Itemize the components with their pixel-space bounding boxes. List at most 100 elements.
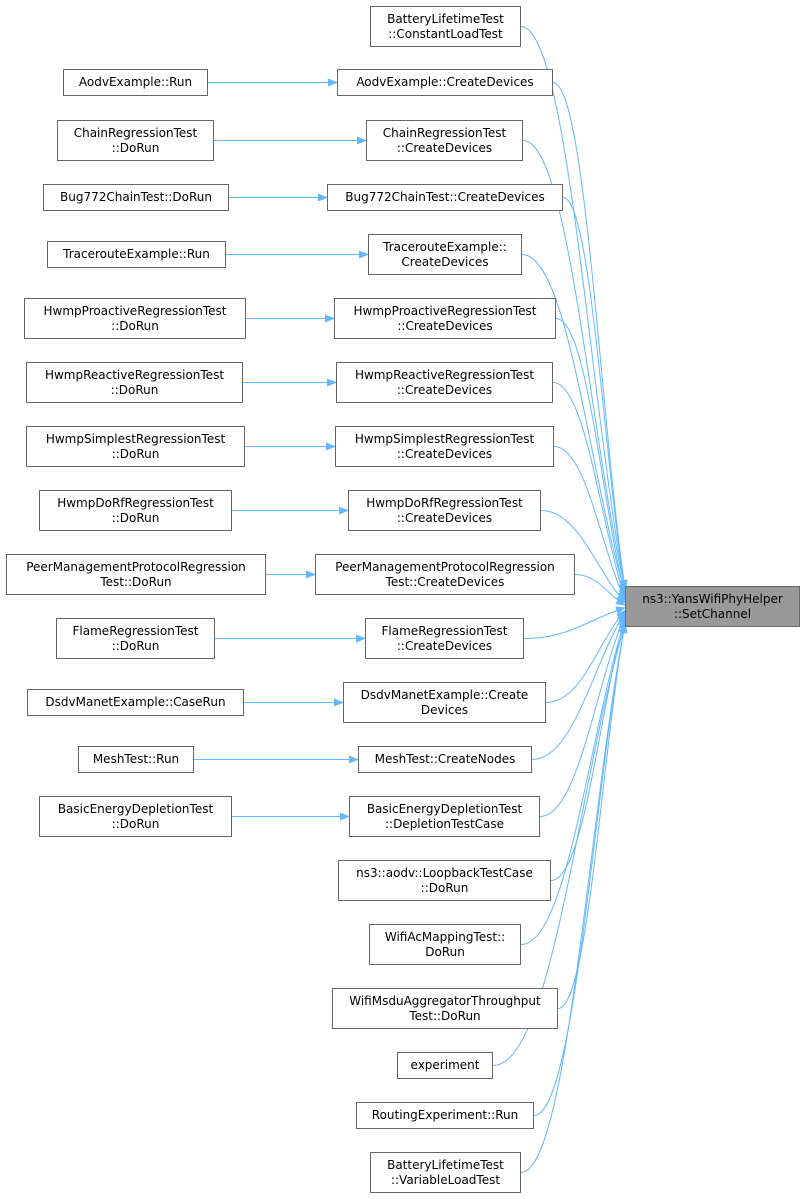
node-chain-dorun[interactable]: ChainRegressionTest::DoRun bbox=[57, 120, 214, 161]
edge-blt-var-to-set-channel bbox=[520, 623, 628, 1173]
edge-flame-cd-to-set-channel bbox=[523, 606, 626, 639]
node-blt-var[interactable]: BatteryLifetimeTest::VariableLoadTest bbox=[370, 1152, 521, 1193]
node-blt-const[interactable]: BatteryLifetimeTest::ConstantLoadTest bbox=[370, 6, 521, 47]
node-label-line: DsdvManetExample::CaseRun bbox=[45, 695, 226, 709]
node-experiment[interactable]: experiment bbox=[397, 1052, 493, 1079]
node-bug772-dorun[interactable]: Bug772ChainTest::DoRun bbox=[43, 184, 229, 211]
node-label-line: BatteryLifetimeTest bbox=[387, 11, 504, 26]
node-hwmp-sim-dorun[interactable]: HwmpSimplestRegressionTest::DoRun bbox=[26, 426, 245, 467]
node-label-line: ::DoRun bbox=[111, 816, 160, 831]
edge-peer-cd-to-set-channel bbox=[574, 574, 626, 606]
node-label-line: ::DoRun bbox=[110, 382, 159, 397]
node-label-line: ::DoRun bbox=[111, 318, 159, 333]
node-label-line: PeerManagementProtocolRegression bbox=[26, 559, 246, 574]
node-mesh-run[interactable]: MeshTest::Run bbox=[78, 746, 194, 773]
node-label-line: HwmpSimplestRegressionTest bbox=[354, 431, 535, 446]
node-label-line: DoRun bbox=[425, 944, 465, 959]
node-label-line: WifiAcMappingTest:: bbox=[384, 929, 506, 944]
node-label-line: ::CreateDevices bbox=[396, 446, 493, 461]
node-label-line: BatteryLifetimeTest bbox=[387, 1157, 504, 1172]
edge-mesh-cn-to-set-channel bbox=[531, 611, 626, 760]
edge-blt-const-to-set-channel bbox=[520, 26, 628, 590]
node-aodv-loop[interactable]: ns3::aodv::LoopbackTestCase::DoRun bbox=[338, 860, 551, 901]
node-label-line: FlameRegressionTest bbox=[381, 623, 508, 638]
node-flame-cd[interactable]: FlameRegressionTest::CreateDevices bbox=[365, 618, 524, 659]
node-label-line: TracerouteExample::Run bbox=[63, 247, 210, 261]
node-label-line: BasicEnergyDepletionTest bbox=[57, 801, 214, 816]
node-tracert-run[interactable]: TracerouteExample::Run bbox=[47, 241, 226, 268]
node-label-line: WifiMsduAggregatorThroughput bbox=[349, 993, 541, 1008]
edge-hwmp-sim-cd-to-set-channel bbox=[553, 446, 626, 602]
edge-dsdv-cd-to-set-channel bbox=[545, 609, 626, 703]
node-label-line: HwmpProactiveRegressionTest bbox=[43, 303, 227, 318]
node-label-line: MeshTest::Run bbox=[92, 752, 180, 766]
node-label-line: HwmpSimplestRegressionTest bbox=[45, 431, 226, 446]
node-hwmp-dorf-dorun[interactable]: HwmpDoRfRegressionTest::DoRun bbox=[39, 490, 232, 531]
node-hwmp-pro-cd[interactable]: HwmpProactiveRegressionTest::CreateDevic… bbox=[334, 298, 556, 339]
node-dsdv-caserun[interactable]: DsdvManetExample::CaseRun bbox=[27, 689, 244, 716]
node-chain-cd[interactable]: ChainRegressionTest::CreateDevices bbox=[366, 120, 523, 161]
node-label-line: AodvExample::Run bbox=[78, 75, 193, 89]
node-label-line: ::ConstantLoadTest bbox=[388, 26, 503, 41]
node-label-line: ::CreateDevices bbox=[396, 382, 493, 397]
node-label-line: ChainRegressionTest bbox=[382, 125, 507, 140]
node-label-line: PeerManagementProtocolRegression bbox=[335, 559, 555, 574]
node-label-line: FlameRegressionTest bbox=[72, 623, 199, 638]
node-hwmp-rea-dorun[interactable]: HwmpReactiveRegressionTest::DoRun bbox=[26, 362, 243, 403]
node-routing-run[interactable]: RoutingExperiment::Run bbox=[356, 1102, 534, 1129]
node-label-line: experiment bbox=[410, 1058, 480, 1072]
edge-hwmp-rea-cd-to-set-channel bbox=[552, 382, 626, 599]
edge-bed-dtc-to-set-channel bbox=[539, 613, 626, 817]
node-mesh-cn[interactable]: MeshTest::CreateNodes bbox=[358, 746, 532, 773]
node-label-line: ::SetChannel bbox=[673, 606, 752, 621]
edge-hwmp-pro-cd-to-set-channel bbox=[555, 318, 627, 596]
node-hwmp-dorf-cd[interactable]: HwmpDoRfRegressionTest::CreateDevices bbox=[348, 490, 541, 531]
target-node-set-channel: ns3::YansWifiPhyHelper::SetChannel bbox=[625, 586, 800, 627]
node-label-line: HwmpDoRfRegressionTest bbox=[57, 495, 214, 510]
node-label-line: BasicEnergyDepletionTest bbox=[366, 801, 523, 816]
node-label-line: HwmpProactiveRegressionTest bbox=[353, 303, 537, 318]
node-label-line: RoutingExperiment::Run bbox=[371, 1108, 519, 1122]
node-aodv-run[interactable]: AodvExample::Run bbox=[63, 69, 208, 96]
node-label-line: Test::DoRun bbox=[409, 1008, 481, 1023]
edge-bug772-cd-to-set-channel bbox=[562, 197, 628, 592]
node-label-line: TracerouteExample:: bbox=[383, 239, 507, 254]
node-hwmp-sim-cd[interactable]: HwmpSimplestRegressionTest::CreateDevice… bbox=[335, 426, 554, 467]
node-bed-dtc[interactable]: BasicEnergyDepletionTest::DepletionTestC… bbox=[349, 796, 540, 837]
node-label-line: Devices bbox=[420, 702, 469, 717]
node-label-line: Bug772ChainTest::CreateDevices bbox=[345, 190, 545, 204]
node-label-line: ::CreateDevices bbox=[396, 510, 493, 525]
node-label-line: ns3::YansWifiPhyHelper bbox=[642, 591, 783, 606]
node-label-line: ChainRegressionTest bbox=[73, 125, 198, 140]
node-label-line: AodvExample::CreateDevices bbox=[356, 75, 534, 89]
node-bug772-cd[interactable]: Bug772ChainTest::CreateDevices bbox=[327, 184, 563, 211]
node-label-line: ::DoRun bbox=[111, 638, 160, 653]
node-wifiac[interactable]: WifiAcMappingTest::DoRun bbox=[369, 924, 521, 965]
node-bed-dorun[interactable]: BasicEnergyDepletionTest::DoRun bbox=[39, 796, 232, 837]
node-label-line: ::CreateDevices bbox=[396, 140, 493, 155]
node-aodv-cd[interactable]: AodvExample::CreateDevices bbox=[337, 69, 553, 96]
node-label-line: HwmpDoRfRegressionTest bbox=[366, 495, 523, 510]
node-label-line: Test::DoRun bbox=[100, 574, 172, 589]
edge-tracert-cd-to-set-channel bbox=[521, 254, 627, 594]
node-label-line: Bug772ChainTest::DoRun bbox=[60, 190, 212, 204]
edge-aodv-cd-to-set-channel bbox=[552, 82, 628, 590]
node-label-line: ns3::aodv::LoopbackTestCase bbox=[356, 865, 533, 880]
node-label-line: ::DepletionTestCase bbox=[384, 816, 505, 831]
edge-aodv-loop-to-set-channel bbox=[550, 616, 627, 881]
node-hwmp-rea-cd[interactable]: HwmpReactiveRegressionTest::CreateDevice… bbox=[336, 362, 553, 403]
node-hwmp-pro-dorun[interactable]: HwmpProactiveRegressionTest::DoRun bbox=[24, 298, 246, 339]
node-label-line: HwmpReactiveRegressionTest bbox=[44, 367, 225, 382]
node-label-line: MeshTest::CreateNodes bbox=[374, 752, 516, 766]
node-flame-dorun[interactable]: FlameRegressionTest::DoRun bbox=[56, 618, 215, 659]
node-tracert-cd[interactable]: TracerouteExample::CreateDevices bbox=[368, 234, 522, 275]
edge-hwmp-dorf-cd-to-set-channel bbox=[540, 510, 626, 604]
node-label-line: Test::CreateDevices bbox=[385, 574, 505, 589]
node-label-line: ::DoRun bbox=[420, 880, 469, 895]
